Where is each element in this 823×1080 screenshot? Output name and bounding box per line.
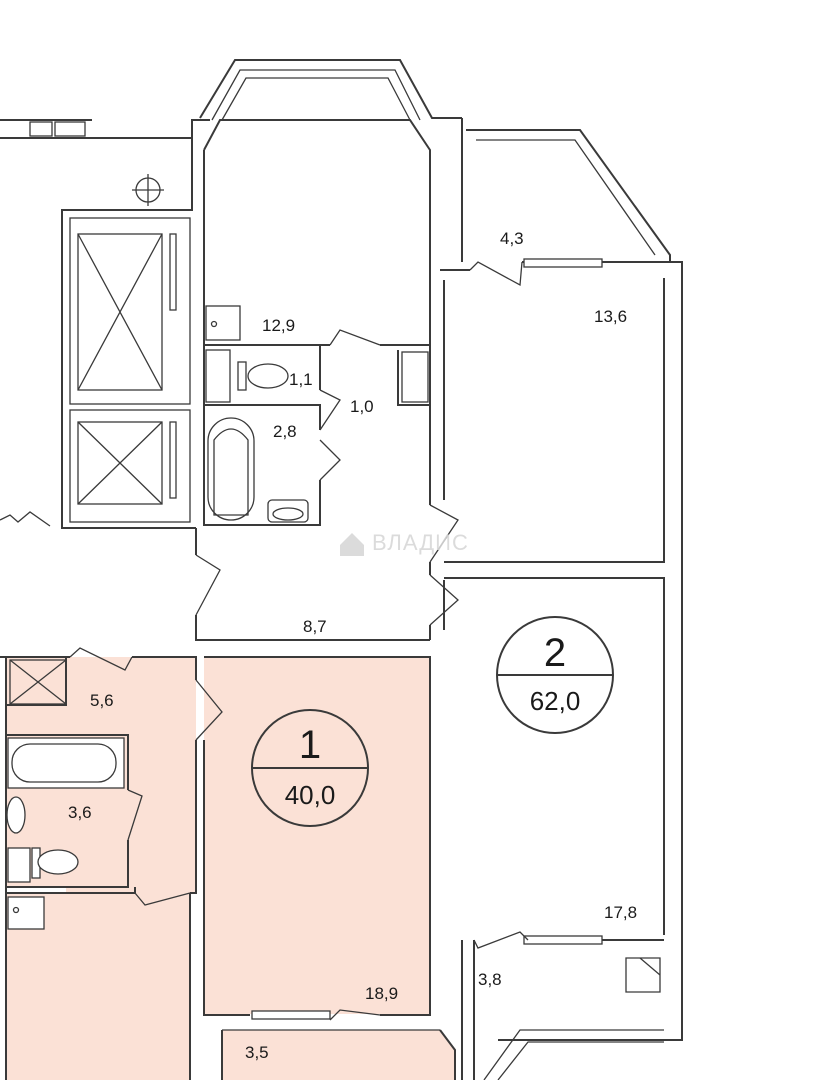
windows [251, 258, 603, 1020]
room-area-label: 3,8 [478, 970, 502, 989]
vent-icon [625, 957, 661, 993]
bathtub-icon [7, 737, 125, 789]
room-area-label: 17,8 [604, 903, 637, 922]
stove-icon [205, 305, 241, 341]
room-area-label: 8,7 [303, 617, 327, 636]
door [473, 931, 529, 949]
doors [69, 261, 529, 1021]
house-icon [340, 533, 364, 556]
room-area-label: 1,0 [350, 397, 374, 416]
apartment-1-balcony-fill [222, 1030, 455, 1080]
door [195, 554, 221, 616]
watermark: ВЛАДИС [340, 530, 469, 556]
door [429, 574, 459, 626]
apartment-1-kitchen-fill [204, 657, 430, 1014]
door [319, 439, 341, 481]
toilet-tank [237, 361, 247, 391]
door [195, 679, 223, 741]
room-area-label: 5,6 [90, 691, 114, 710]
room-area-label: 1,1 [289, 370, 313, 389]
door [127, 789, 143, 841]
shaft [9, 659, 67, 705]
sink-icon [6, 796, 26, 834]
door [429, 504, 459, 563]
toilet-tank [7, 847, 31, 883]
room-area-label: 4,3 [500, 229, 524, 248]
window [523, 935, 603, 945]
toilet-icon [247, 363, 289, 389]
room-area-label: 3,6 [68, 803, 92, 822]
walls [0, 59, 683, 1080]
room-area-label: 12,9 [262, 316, 295, 335]
elevators [9, 174, 191, 705]
room-area-label: 13,6 [594, 307, 627, 326]
stove-icon [7, 896, 45, 930]
bathtub-icon [207, 417, 255, 521]
elevator-shaft [69, 217, 191, 405]
apartment-badge-2: 2 62,0 [496, 616, 614, 734]
door [329, 329, 381, 346]
room-area-label: 3,5 [245, 1043, 269, 1062]
door [319, 389, 341, 431]
door [134, 892, 191, 906]
window [523, 258, 603, 268]
apartment-number: 1 [299, 723, 321, 767]
room-area-label: 18,9 [365, 984, 398, 1003]
room-labels: 12,9 4,3 13,6 1,1 1,0 2,8 8,7 5,6 3,6 18… [68, 229, 637, 1062]
apartment-area: 40,0 [285, 780, 336, 810]
wc-box [205, 349, 231, 403]
door [469, 261, 523, 287]
window [251, 1010, 331, 1020]
apartment-area: 62,0 [530, 686, 581, 716]
toilet-icon [37, 849, 79, 875]
elevator-shaft [69, 409, 191, 523]
door [69, 647, 133, 671]
apartment-number: 2 [544, 631, 566, 675]
apartment-badge-1: 1 40,0 [251, 709, 369, 827]
elevator-cabin [77, 421, 163, 505]
door [329, 1009, 381, 1021]
elevator-cabin [77, 233, 163, 391]
watermark-text: ВЛАДИС [372, 530, 469, 555]
sink-icon [267, 499, 309, 523]
room-area-label: 2,8 [273, 422, 297, 441]
fixtures [6, 305, 661, 993]
